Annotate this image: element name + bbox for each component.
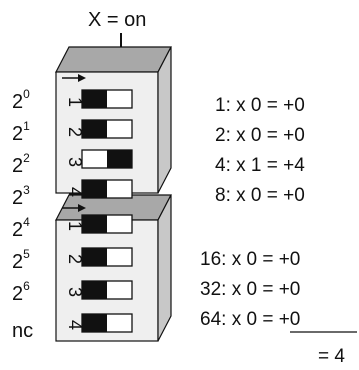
switch-number: 2 — [65, 254, 85, 264]
dip-toggle-5[interactable] — [81, 214, 133, 234]
equation-line: 2: x 0 = +0 — [215, 125, 305, 146]
switch-number: 3 — [65, 287, 85, 297]
switch-numbers: 1 2 3 4 1 2 3 4 — [65, 97, 85, 330]
weight-label: 22 — [12, 151, 30, 177]
dip-toggle-2[interactable] — [81, 119, 133, 139]
switch-number: 2 — [65, 127, 85, 137]
dip-toggle-3[interactable] — [81, 149, 133, 169]
switch-number: 4 — [65, 187, 85, 197]
equation-line: 8: x 0 = +0 — [215, 185, 305, 206]
dip-toggle-1[interactable] — [81, 89, 133, 109]
dip-toggle-7[interactable] — [81, 280, 133, 300]
direction-arrow-icon — [62, 204, 86, 212]
total-value: = 4 — [318, 346, 345, 367]
weight-label: 24 — [12, 215, 30, 241]
equation-line: 16: x 0 = +0 — [200, 249, 300, 270]
weight-labels: 20 21 22 23 24 25 26 nc — [12, 87, 33, 342]
legend-label: X = on — [88, 9, 146, 31]
weight-label: 23 — [12, 183, 30, 209]
weight-label: 21 — [12, 119, 30, 145]
switch-number: 1 — [65, 97, 85, 107]
equation-line: 64: x 0 = +0 — [200, 309, 300, 330]
weight-label: 26 — [12, 279, 30, 305]
dip-toggle-6[interactable] — [81, 247, 133, 267]
equations: 1: x 0 = +0 2: x 0 = +0 4: x 1 = +4 8: x… — [200, 95, 305, 330]
weight-label: nc — [12, 320, 33, 342]
weight-label: 20 — [12, 87, 30, 113]
switch-toggles — [81, 89, 133, 333]
switch-number: 4 — [65, 320, 85, 330]
equation-line: 32: x 0 = +0 — [200, 279, 300, 300]
switch-number: 1 — [65, 221, 85, 231]
dip-toggle-8[interactable] — [81, 313, 133, 333]
equation-line: 4: x 1 = +4 — [215, 155, 305, 176]
direction-arrow-icon — [62, 74, 86, 82]
dip-toggle-4[interactable] — [81, 179, 133, 199]
weight-label: 25 — [12, 247, 30, 273]
equation-line: 1: x 0 = +0 — [215, 95, 305, 116]
switch-number: 3 — [65, 157, 85, 167]
